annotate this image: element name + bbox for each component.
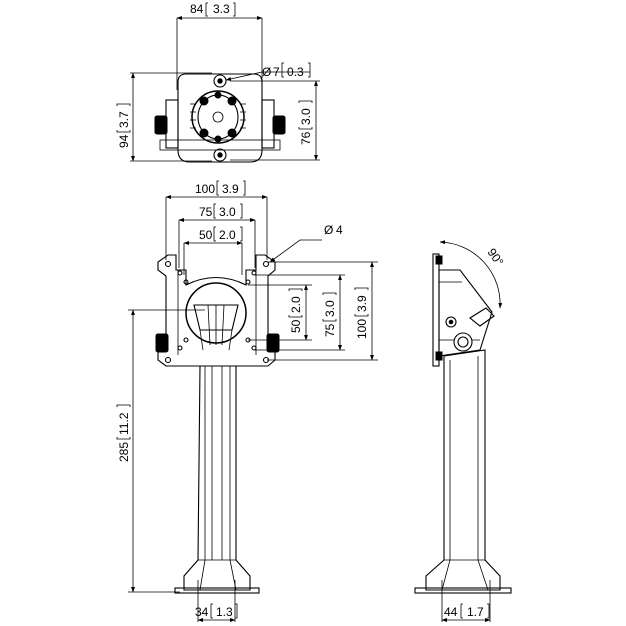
side-base-width-in: 1.7 — [467, 605, 484, 619]
side-tilt-bracket — [438, 269, 493, 357]
top-knob-left — [154, 115, 168, 135]
top-hole-mm: 7 — [273, 65, 280, 79]
front-base-width-mm: 34 — [195, 605, 209, 619]
vesa-75-height-in: 3.0 — [323, 300, 337, 317]
tilt-angle-arc — [439, 240, 503, 309]
vesa-100-width-mm: 100 — [195, 182, 215, 196]
top-inner-height-mm: 76 — [299, 131, 313, 145]
top-knob-right — [272, 115, 286, 135]
vesa-plate — [157, 254, 276, 367]
side-base-plate — [414, 587, 512, 594]
side-mount-plate — [432, 253, 440, 367]
vesa-50-height-mm: 50 — [289, 319, 303, 333]
top-height-mm: 94 — [117, 134, 131, 148]
top-side-bar-left — [165, 99, 179, 149]
front-base-width-in: 1.3 — [216, 605, 233, 619]
pole-height-in: 11.2 — [117, 412, 131, 435]
top-hole-lower — [213, 148, 227, 162]
vesa-100-width-in: 3.9 — [222, 182, 239, 196]
side-view: 90° 44 1.7 — [414, 240, 512, 622]
top-width-mm: 84 — [190, 2, 204, 16]
side-base-width-mm: 44 — [444, 605, 458, 619]
top-view: 84 3.3 Ø 7 0.3 94 3.7 76 3.0 — [116, 2, 320, 163]
front-view: 100 3.9 75 3.0 50 2.0 Ø 4 50 2.0 75 3.0 … — [116, 180, 378, 622]
front-pole — [183, 365, 251, 591]
front-base-plate — [174, 587, 260, 594]
vesa-100-height-mm: 100 — [355, 319, 369, 339]
top-width-in: 3.3 — [213, 2, 230, 16]
front-knob-left — [155, 333, 169, 353]
vesa-50-height-in: 2.0 — [289, 296, 303, 313]
side-pole — [425, 349, 501, 591]
top-hole-diameter-symbol: Ø — [262, 65, 271, 79]
vesa-50-width-in: 2.0 — [219, 228, 236, 242]
vesa-75-width-in: 3.0 — [219, 205, 236, 219]
top-inner-height-in: 3.0 — [299, 108, 313, 125]
top-plate-outline — [177, 73, 263, 163]
front-knob-right — [266, 333, 280, 353]
vesa-75-width-mm: 75 — [199, 205, 213, 219]
top-hole-upper — [213, 74, 227, 88]
vesa-50-width-mm: 50 — [199, 228, 213, 242]
side-knob — [453, 332, 473, 352]
top-height-in: 3.7 — [117, 111, 131, 128]
vesa-100-height-in: 3.9 — [355, 295, 369, 312]
pole-height-mm: 285 — [117, 442, 131, 462]
top-side-bar-right — [261, 99, 275, 149]
vesa-75-height-mm: 75 — [323, 323, 337, 337]
top-swivel-disc — [191, 90, 245, 144]
screw-hole-mm: 4 — [336, 223, 343, 237]
screw-diameter-symbol: Ø — [324, 223, 333, 237]
tilt-angle-label: 90° — [485, 246, 507, 269]
top-hole-in: 0.3 — [287, 65, 304, 79]
